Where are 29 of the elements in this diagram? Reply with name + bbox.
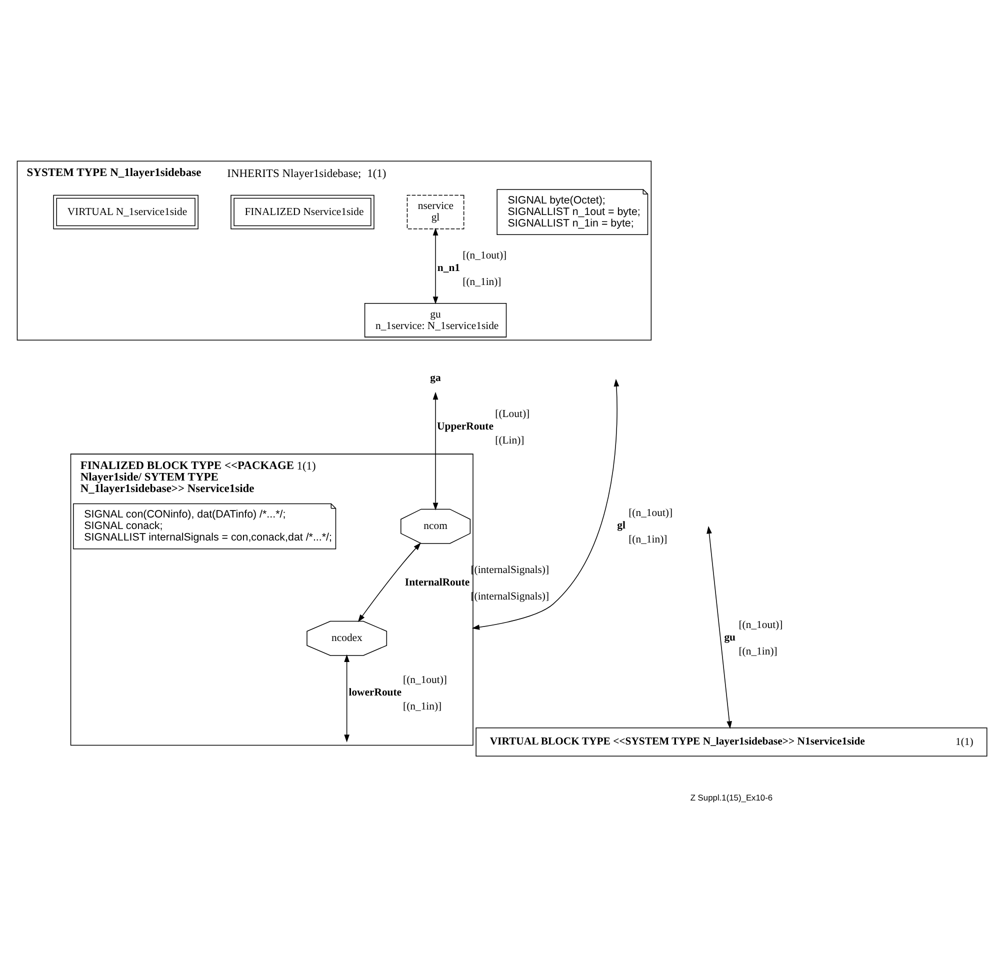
- label: [(n_1in)]: [462, 276, 502, 288]
- arrow: [472, 378, 620, 630]
- label: [(Lin)]: [495, 434, 524, 446]
- label: [(n_1out)]: [738, 618, 783, 630]
- label: [(n_1out)]: [403, 673, 447, 686]
- node-box: nservice gl: [406, 194, 464, 229]
- edge-label: InternalRoute: [404, 576, 470, 588]
- arrow: [706, 525, 732, 728]
- arrow: [432, 391, 438, 510]
- node-box: FINALIZED Nservice1side: [230, 194, 374, 229]
- arrow: [432, 227, 438, 304]
- label: [(Lout)]: [495, 407, 530, 420]
- edge-label: n_n1: [437, 262, 460, 274]
- node-box: gu n_1service: N_1service1side: [364, 302, 507, 337]
- label: [(n_1out)]: [462, 248, 507, 261]
- label: [(n_1out)]: [628, 506, 673, 518]
- node-box: VIRTUAL BLOCK TYPE <<SYSTEM TYPE N_layer1sidebase>> N1service1side 1(1): [476, 726, 988, 756]
- edge-label: gl: [617, 518, 626, 531]
- edge-label: gu: [724, 630, 736, 643]
- arrow: [358, 542, 421, 622]
- edge-label: UpperRoute: [437, 420, 494, 432]
- label: [(n_1in)]: [738, 645, 778, 658]
- label: [(n_1in)]: [628, 533, 668, 546]
- node-box: VIRTUAL N_1service1side: [53, 194, 198, 229]
- label: Z Suppl.1(15)_Ex10-6: [690, 792, 773, 802]
- node-text: ga: [430, 372, 441, 384]
- arrow: [344, 654, 350, 742]
- edge-label: lowerRoute: [348, 686, 402, 698]
- label: [(n_1in)]: [403, 700, 442, 712]
